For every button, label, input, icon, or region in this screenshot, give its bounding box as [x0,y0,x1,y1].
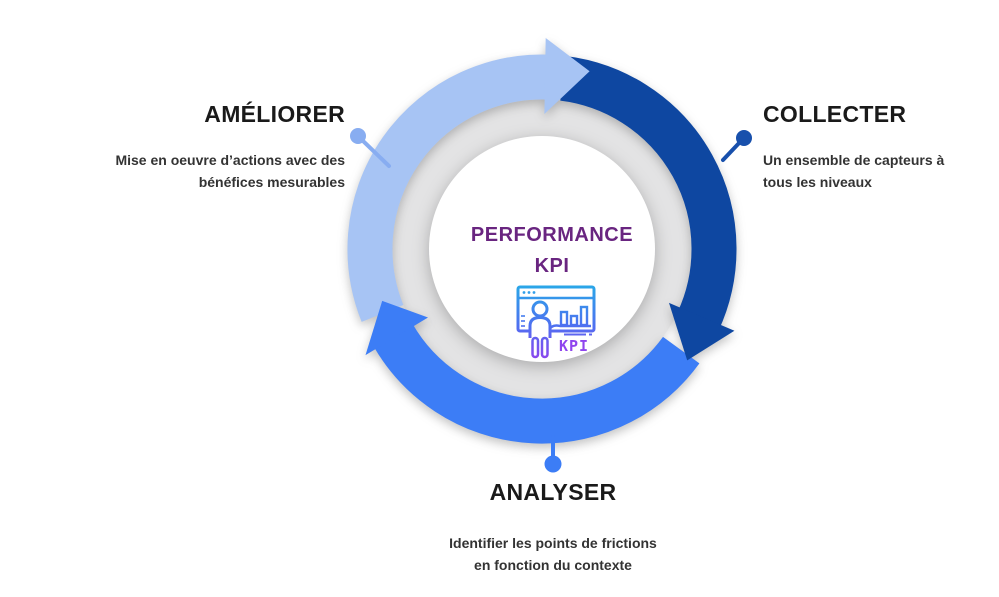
center-title-line2: KPI [534,255,570,277]
step-ameliorer-description: Mise en oeuvre d’actions avec des bénéfi… [95,149,345,193]
kpi-dashboard-icon: KPI [516,285,596,359]
ameliorer-connector-dot [350,128,366,144]
step-analyser-title: ANALYSER [489,479,617,505]
arrowhead-collecter [669,302,735,361]
icon-kpi-label: KPI [559,337,589,355]
step-collecter-desc-line1: Un ensemble de capteurs à [763,152,945,168]
center-title-line1: PERFORMANCE [470,224,634,246]
step-ameliorer-desc-line1: Mise en oeuvre d’actions avec des [115,152,345,168]
arc-analyser [373,323,700,444]
cycle-arrows [347,38,737,444]
collecter-connector-line [721,139,743,162]
arc-ameliorer [347,54,549,322]
collecter-connector-dot [736,130,752,146]
step-ameliorer: AMÉLIORER Mise en oeuvre d’actions avec … [95,101,345,193]
arrowhead-ameliorer [544,38,590,114]
icon-side-ticks [521,315,525,327]
step-collecter-desc-line2: tous les niveaux [763,174,872,190]
step-analyser: ANALYSER Identifier les points de fricti… [353,479,753,576]
center-title: PERFORMANCE KPI [402,220,702,282]
step-ameliorer-desc-line2: bénéfices mesurables [198,174,345,190]
icon-bar-chart [547,305,591,331]
icon-text-lines [564,329,592,336]
analyser-connector-dot [544,455,562,473]
step-collecter-title: COLLECTER [763,101,907,127]
step-analyser-desc-line2: en fonction du contexte [474,557,632,573]
ameliorer-connector-line [359,137,391,168]
icon-person [528,300,552,359]
ring-track [392,99,692,399]
step-analyser-description: Identifier les points de frictions en fo… [353,532,753,576]
icon-window-frame [516,285,596,333]
icon-window-dots [522,291,536,294]
step-analyser-desc-line1: Identifier les points de frictions [449,535,657,551]
step-collecter: COLLECTER Un ensemble de capteurs à tous… [763,101,993,193]
center-disc [429,136,655,362]
step-ameliorer-title: AMÉLIORER [204,101,345,127]
step-collecter-description: Un ensemble de capteurs à tous les nivea… [763,149,993,193]
arrowhead-analyser [365,300,428,356]
arc-collecter [559,55,737,332]
